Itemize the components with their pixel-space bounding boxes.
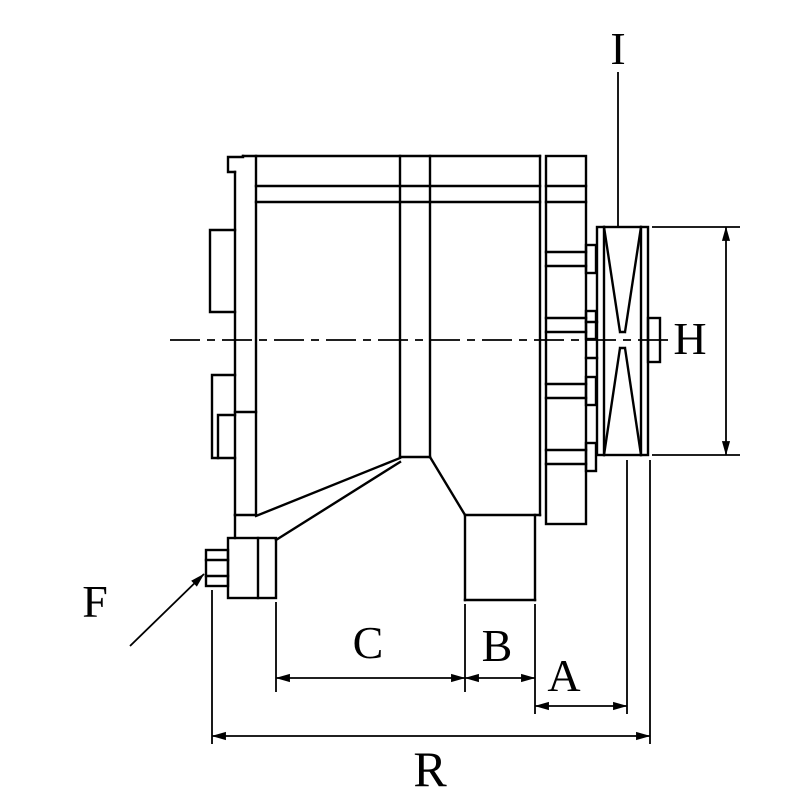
dim-f-leader-arrow — [129, 573, 205, 647]
dim-label-a: A — [547, 650, 580, 701]
dimensions: I H F C B A — [82, 23, 740, 797]
dimension-h: H — [652, 226, 740, 456]
housing-bottom-taper-1 — [254, 456, 402, 518]
rear-bracket-taper — [428, 455, 467, 517]
fan-blade-tip-3 — [584, 375, 598, 407]
dim-label-i: I — [610, 23, 625, 74]
dim-label-b: B — [482, 620, 513, 671]
mounting-ear-lower-inner — [216, 413, 237, 460]
mounting-ears — [208, 228, 237, 460]
pulley-groove-upper — [602, 225, 643, 334]
dim-label-h: H — [673, 313, 706, 364]
dimension-f: F — [82, 573, 205, 647]
housing-bottom-taper-2 — [274, 460, 402, 542]
dim-label-r: R — [413, 741, 447, 797]
mounting-ear-lower — [210, 373, 237, 460]
bolt-outline — [204, 548, 230, 588]
housing-top-left-step — [226, 154, 245, 174]
fan-blade-tip-1 — [584, 243, 598, 275]
dimension-b: B — [464, 604, 536, 714]
mounting-foot-left — [226, 513, 278, 600]
mounting-ear-upper — [208, 228, 237, 314]
fan-blade-tip-4 — [584, 441, 598, 473]
shaft-lines — [584, 320, 599, 360]
dimension-r: R — [211, 460, 651, 797]
pulley — [595, 225, 662, 457]
mounting-foot-right — [463, 513, 537, 602]
dim-label-f: F — [82, 576, 108, 627]
dimension-a: A — [534, 460, 628, 714]
dimension-c: C — [275, 602, 466, 692]
foot-left-outline — [226, 536, 278, 600]
mounting-bolt — [204, 548, 230, 588]
fan-blade-lines — [544, 184, 588, 466]
alternator-side-view — [170, 154, 668, 602]
dimension-i: I — [610, 23, 626, 227]
fan-blade-tip-2 — [584, 309, 598, 341]
dim-label-c: C — [353, 617, 384, 668]
stator-housing — [226, 154, 542, 542]
pulley-groove-lower — [602, 346, 643, 457]
